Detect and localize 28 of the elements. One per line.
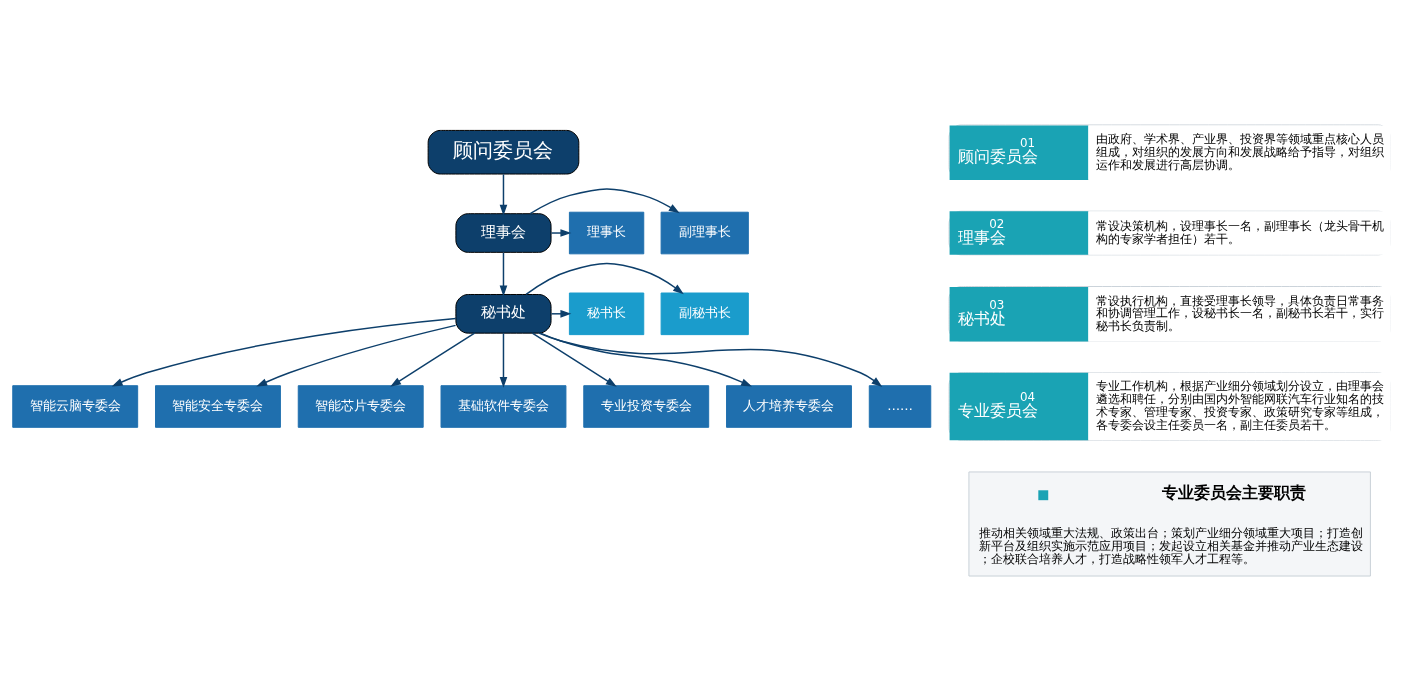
node-box: 理事长 xyxy=(568,211,645,254)
arrow xyxy=(499,331,508,388)
node-box: 专业投资专委会 xyxy=(583,384,710,428)
arrow xyxy=(550,309,572,318)
node-box: …… xyxy=(868,384,932,428)
node-box: 秘书长 xyxy=(568,292,645,335)
arrow xyxy=(550,228,572,237)
node-box: 专业委员会主要职责 推动相关领域重大法规、政策出台；策划产业细分领域重大项目；打造创新平台及组织实施示范应用项目；发起设立相关基金并推动产业生态建设；企校联合培养人才，打造战略性领军人才工程等。 xyxy=(968,470,1371,577)
node-box: 智能安全专委会 xyxy=(155,384,281,428)
node-box: 基础软件专委会 xyxy=(440,384,567,428)
arrow xyxy=(531,331,617,387)
node-box: 副秘书长 xyxy=(660,292,749,335)
arrow xyxy=(256,324,457,387)
node-box: 智能芯片专委会 xyxy=(297,384,424,428)
arrow xyxy=(539,331,753,387)
node-box: 智能云脑专委会 xyxy=(12,384,139,428)
arrow xyxy=(111,317,457,386)
node-box: 副理事长 xyxy=(660,211,749,254)
arrow xyxy=(499,251,508,297)
arrow xyxy=(499,173,508,216)
arrow xyxy=(525,262,684,295)
arrow xyxy=(529,187,680,214)
arrow xyxy=(390,331,476,387)
node-box: 理事会 xyxy=(455,212,552,253)
arrow xyxy=(538,331,883,387)
node-box: 秘书处 xyxy=(455,293,552,334)
node-box: 顾问委员会 xyxy=(427,129,580,175)
node-box: 人才培养专委会 xyxy=(726,384,852,428)
